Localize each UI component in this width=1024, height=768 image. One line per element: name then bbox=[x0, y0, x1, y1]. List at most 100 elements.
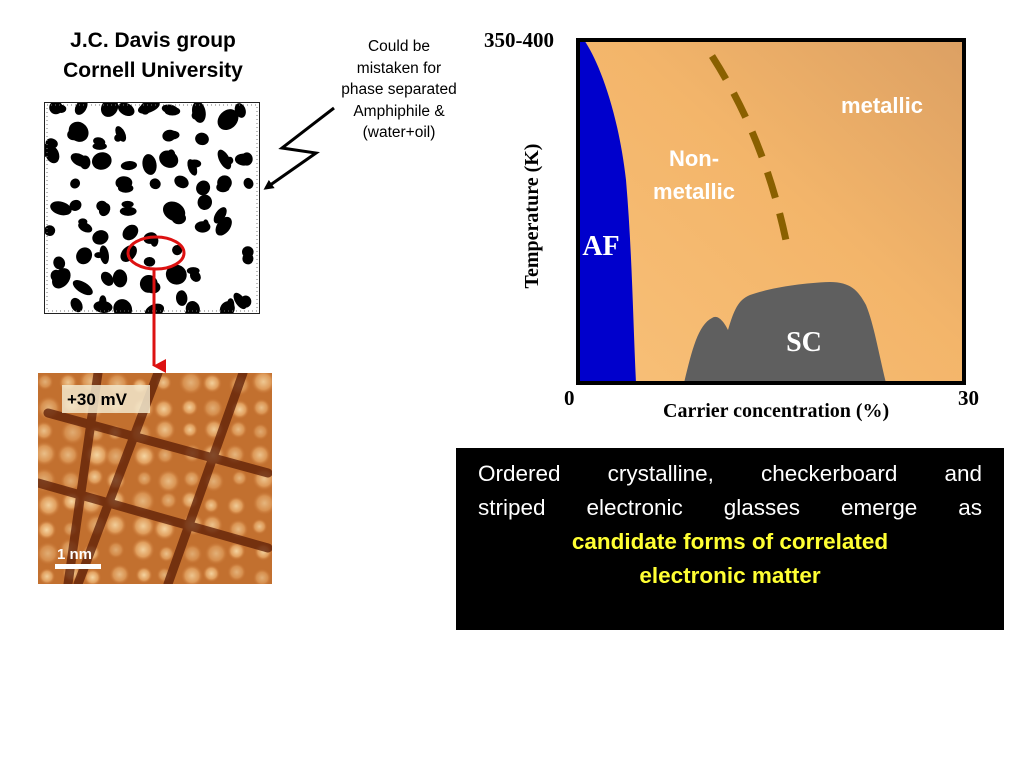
pattern-blob bbox=[121, 200, 134, 208]
stm-bright-spot bbox=[156, 469, 181, 494]
stm-bright-spot bbox=[182, 543, 203, 565]
stm-bright-spot bbox=[202, 497, 220, 514]
pattern-blob bbox=[69, 199, 82, 211]
stm-bright-spot bbox=[159, 491, 178, 510]
pattern-blob bbox=[241, 152, 253, 166]
pattern-blob bbox=[234, 103, 246, 118]
stm-bright-spot bbox=[252, 568, 272, 584]
stm-bright-spot bbox=[252, 491, 272, 516]
callout-line: phase separated bbox=[341, 81, 457, 98]
pattern-blob bbox=[114, 134, 122, 142]
pattern-blob bbox=[105, 106, 115, 114]
pattern-blob bbox=[217, 109, 239, 131]
pattern-image bbox=[45, 103, 259, 313]
pattern-blob bbox=[50, 269, 62, 282]
stm-bright-spot bbox=[178, 373, 204, 396]
af-label: AF bbox=[582, 231, 619, 262]
pattern-blob bbox=[149, 178, 161, 190]
stm-bright-spot bbox=[181, 421, 199, 438]
y-axis-title: Temperature (K) bbox=[521, 143, 543, 289]
pattern-blob bbox=[191, 111, 199, 120]
callout-line: mistaken for bbox=[356, 59, 442, 77]
stm-dark-stripe bbox=[163, 373, 248, 584]
stm-bright-spot bbox=[180, 398, 199, 417]
diagram-frame bbox=[576, 38, 966, 385]
stm-bright-spot bbox=[38, 420, 54, 441]
group-name: J.C. Davis group bbox=[70, 29, 236, 52]
pattern-blob bbox=[113, 299, 133, 313]
callout-line: Amphiphile & bbox=[353, 102, 445, 120]
pattern-blob bbox=[243, 177, 254, 189]
stm-bright-spot bbox=[182, 469, 201, 488]
stm-bright-spot bbox=[108, 563, 131, 584]
pattern-blob bbox=[195, 132, 209, 146]
nonmetallic-label-line1: Non- bbox=[669, 146, 719, 171]
pattern-blob bbox=[99, 245, 109, 265]
stm-bright-spot bbox=[157, 545, 175, 563]
pattern-blob bbox=[72, 280, 93, 296]
lightning-arrow bbox=[263, 106, 335, 190]
stm-bright-spot bbox=[227, 541, 246, 561]
pattern-blob bbox=[242, 246, 254, 258]
pattern-blob bbox=[91, 152, 112, 170]
pattern-blob bbox=[70, 297, 83, 313]
stm-bright-spot bbox=[38, 440, 58, 467]
phase-separation-pattern bbox=[44, 102, 260, 314]
pattern-blob bbox=[171, 268, 180, 278]
pattern-blob bbox=[119, 206, 137, 216]
stm-image: +30 mV 1 nm bbox=[38, 373, 272, 584]
pattern-blob bbox=[45, 145, 60, 164]
x-axis-max-label: 30 bbox=[958, 386, 979, 410]
pattern-blob bbox=[50, 201, 72, 216]
stm-bright-spot bbox=[56, 443, 80, 467]
pattern-blob bbox=[197, 194, 213, 210]
stm-dark-stripe bbox=[43, 408, 272, 478]
stm-bright-spot bbox=[38, 567, 56, 584]
stm-bright-spot bbox=[38, 519, 57, 540]
pattern-blob bbox=[240, 295, 252, 308]
pattern-blob bbox=[164, 106, 181, 116]
pattern-blob bbox=[174, 175, 189, 189]
stm-bright-spot bbox=[227, 562, 247, 582]
stm-bright-spot bbox=[202, 564, 221, 583]
pattern-blob bbox=[76, 247, 93, 265]
university-name: Cornell University bbox=[63, 59, 243, 82]
stm-bright-spot bbox=[106, 540, 125, 559]
stm-bright-spot bbox=[251, 423, 270, 441]
highlight-ellipse bbox=[126, 235, 186, 271]
pattern-blob bbox=[96, 200, 108, 212]
pattern-blob bbox=[117, 103, 135, 117]
callout-line: Could be bbox=[367, 38, 431, 55]
callout-line: (water+oil) bbox=[362, 124, 436, 141]
x-axis-min-label: 0 bbox=[564, 386, 575, 410]
scale-bar-label: 1 nm bbox=[57, 546, 92, 563]
voltage-label-background bbox=[62, 385, 150, 413]
sc-dome bbox=[684, 282, 886, 383]
pattern-blob bbox=[118, 183, 134, 193]
stm-bright-spot bbox=[38, 541, 60, 566]
group-title: J.C. Davis group Cornell University bbox=[18, 26, 288, 86]
pattern-blob bbox=[78, 218, 88, 226]
stm-bright-spot bbox=[250, 373, 272, 395]
pattern-blob bbox=[216, 182, 230, 193]
voltage-label: +30 mV bbox=[67, 390, 128, 409]
caption-highlight-line: electronic matter bbox=[639, 563, 821, 588]
pattern-blob bbox=[186, 267, 200, 275]
stm-bright-spot bbox=[231, 470, 248, 487]
pattern-blob bbox=[226, 298, 235, 311]
pattern-blob bbox=[142, 154, 157, 175]
sc-label: SC bbox=[786, 327, 822, 358]
pattern-blob bbox=[140, 103, 151, 115]
caption-line: Ordered crystalline, checkerboard and bbox=[478, 461, 982, 486]
pattern-blob bbox=[53, 256, 66, 270]
stm-bright-spot bbox=[38, 373, 54, 391]
stm-bright-spot bbox=[202, 397, 224, 419]
stm-bright-spot bbox=[180, 564, 204, 584]
pattern-blob bbox=[171, 212, 186, 225]
pattern-blob bbox=[202, 219, 209, 230]
caption-box: Ordered crystalline, checkerboard and st… bbox=[456, 448, 1004, 630]
caption-line: striped electronic glasses emerge as bbox=[478, 495, 982, 520]
x-axis-title: Carrier concentration (%) bbox=[663, 400, 890, 422]
pattern-blob bbox=[175, 290, 188, 306]
